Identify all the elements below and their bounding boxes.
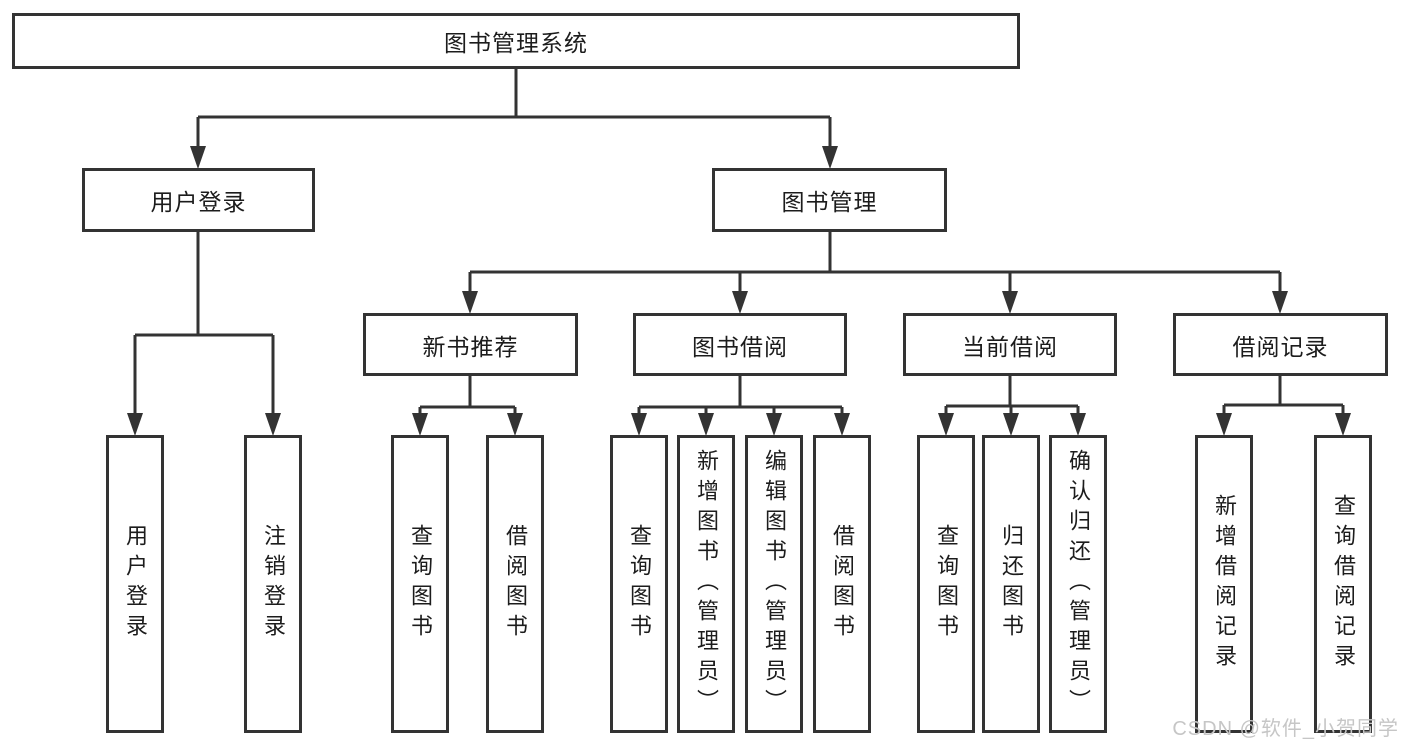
node-borrow-add-books-admin: 新增图书（管理员） — [677, 435, 735, 733]
node-leaf-logout: 注销登录 — [244, 435, 302, 733]
node-recommend-borrow-books: 借阅图书 — [486, 435, 544, 733]
node-label: 借阅图书 — [830, 524, 855, 644]
node-label: 新书推荐 — [422, 333, 519, 360]
node-label: 新增借阅记录 — [1212, 494, 1237, 674]
node-recommend-query-books: 查询图书 — [391, 435, 449, 733]
node-label: 图书借阅 — [692, 333, 788, 360]
node-current-confirm-return-admin: 确认归还（管理员） — [1049, 435, 1107, 733]
node-label: 归还图书 — [999, 524, 1024, 644]
node-label: 编辑图书（管理员） — [762, 449, 787, 719]
node-records-add-record: 新增借阅记录 — [1195, 435, 1253, 733]
node-label: 借阅图书 — [503, 524, 528, 644]
node-leaf-user-login: 用户登录 — [106, 435, 164, 733]
node-user-login: 用户登录 — [82, 168, 315, 232]
node-borrow-borrow-books: 借阅图书 — [813, 435, 871, 733]
node-records-query-record: 查询借阅记录 — [1314, 435, 1372, 733]
node-label: 查询借阅记录 — [1331, 494, 1356, 674]
node-label: 当前借阅 — [962, 333, 1058, 360]
node-label: 确认归还（管理员） — [1066, 449, 1091, 719]
node-root: 图书管理系统 — [12, 13, 1020, 69]
csdn-watermark: CSDN @软件_小贺同学 — [1172, 718, 1399, 740]
node-borrow-edit-books-admin: 编辑图书（管理员） — [745, 435, 803, 733]
node-label: 注销登录 — [261, 524, 286, 644]
node-current-borrowing: 当前借阅 — [903, 313, 1117, 376]
node-label: 图书管理 — [781, 189, 878, 215]
node-borrow-query-books: 查询图书 — [610, 435, 668, 733]
node-label: 查询图书 — [627, 524, 652, 644]
node-label: 借阅记录 — [1232, 333, 1329, 360]
node-borrowing-records: 借阅记录 — [1173, 313, 1388, 376]
node-label: 查询图书 — [408, 524, 433, 644]
node-label: 查询图书 — [934, 524, 959, 644]
node-current-query-books: 查询图书 — [917, 435, 975, 733]
node-label: 用户登录 — [150, 189, 247, 215]
node-label: 新增图书（管理员） — [694, 449, 719, 719]
node-book-management: 图书管理 — [712, 168, 947, 232]
node-label: 图书管理系统 — [444, 30, 588, 56]
node-book-borrowing: 图书借阅 — [633, 313, 847, 376]
node-label: 用户登录 — [123, 524, 148, 644]
node-current-return-books: 归还图书 — [982, 435, 1040, 733]
node-new-book-recommendation: 新书推荐 — [363, 313, 578, 376]
